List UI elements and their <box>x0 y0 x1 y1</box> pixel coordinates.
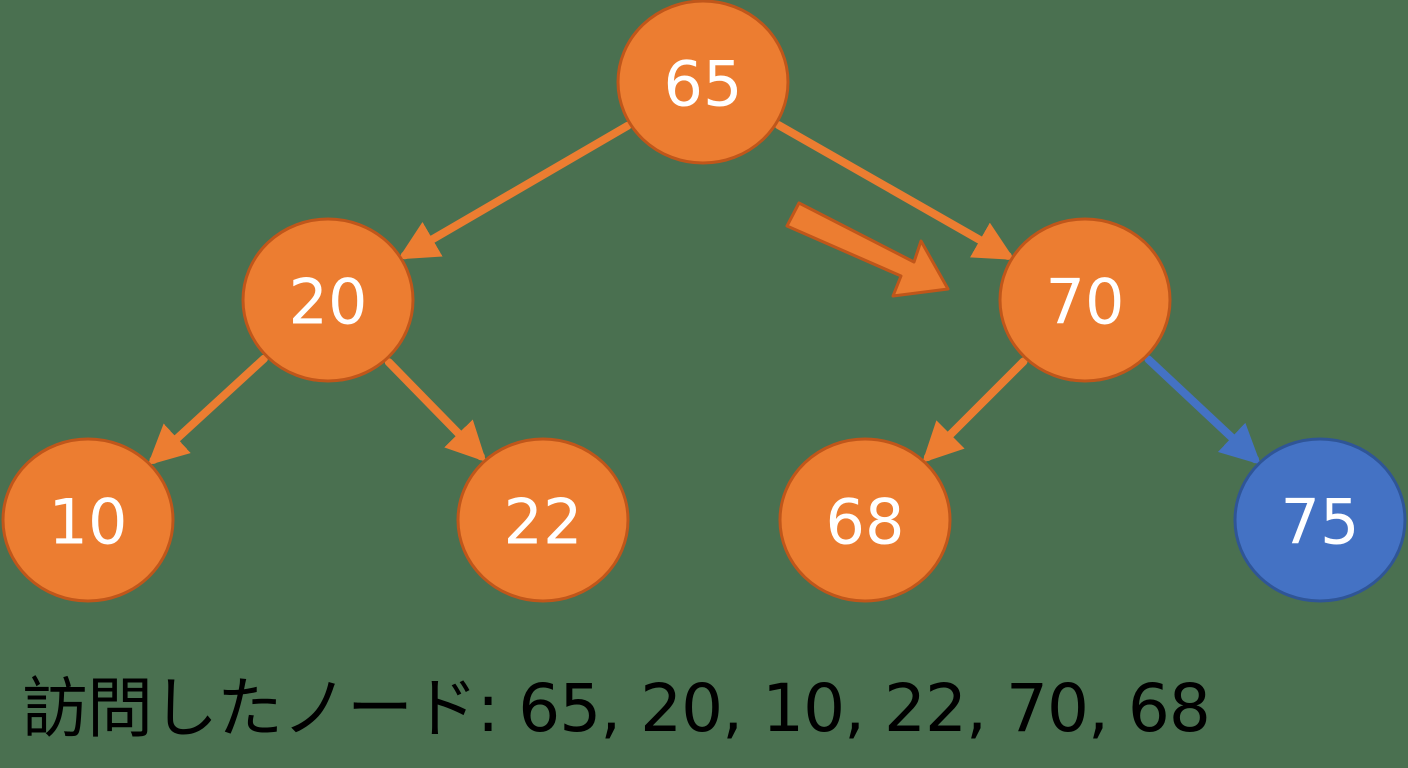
edge-65-20 <box>397 121 632 260</box>
edge-70-75 <box>1144 355 1261 465</box>
edge-20-10 <box>147 354 268 466</box>
node-circle-20 <box>241 217 415 383</box>
node-circle-22 <box>456 437 630 603</box>
node-label-10: 10 <box>49 486 128 559</box>
tree-node-68: 68 <box>778 437 952 603</box>
tree-node-65: 65 <box>616 0 790 165</box>
tree-node-75: 75 <box>1233 437 1407 603</box>
node-circle-68 <box>778 437 952 603</box>
tree-canvas: 65 20 70 10 22 68 75 <box>1 0 1407 603</box>
node-label-65: 65 <box>664 48 743 121</box>
node-label-70: 70 <box>1046 266 1125 339</box>
edges-layer <box>147 121 1261 466</box>
visited-nodes-caption: 訪問したノード: 65, 20, 10, 22, 70, 68 <box>22 670 1211 747</box>
tree-node-22: 22 <box>456 437 630 603</box>
tree-node-20: 20 <box>241 217 415 383</box>
node-circle-65 <box>616 0 790 165</box>
node-circle-70 <box>998 217 1172 383</box>
node-label-75: 75 <box>1281 486 1360 559</box>
tree-node-10: 10 <box>1 437 175 603</box>
node-label-22: 22 <box>504 486 583 559</box>
tree-node-70: 70 <box>998 217 1172 383</box>
nodes-layer: 65 20 70 10 22 68 75 <box>1 0 1407 603</box>
edge-70-68 <box>922 357 1028 463</box>
edge-20-22 <box>384 358 487 463</box>
block-arrow-icon <box>785 201 950 298</box>
node-circle-10 <box>1 437 175 603</box>
node-circle-75 <box>1233 437 1407 603</box>
node-label-68: 68 <box>826 486 905 559</box>
edge-65-70 <box>774 121 1015 260</box>
node-label-20: 20 <box>289 266 368 339</box>
